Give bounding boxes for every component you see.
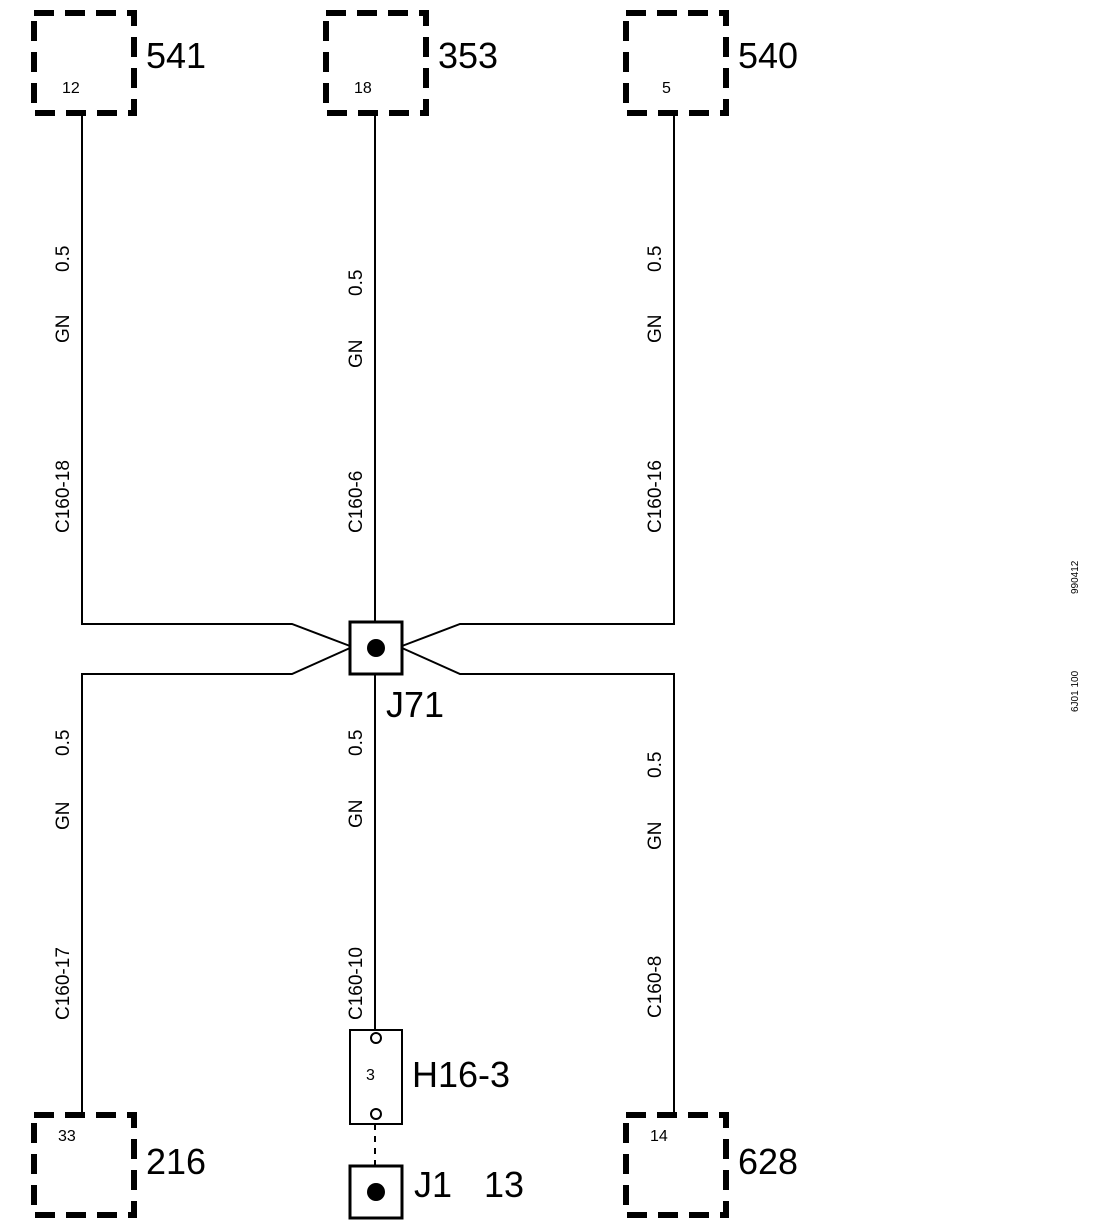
wire-c160-17 (81, 647, 351, 1115)
wire-c160-16-size: 0.5 (645, 246, 666, 272)
connector-540-pin: 5 (662, 80, 671, 97)
connector-540: 5 540 (623, 10, 798, 116)
pin-open-icon (370, 1108, 382, 1120)
wire-c160-18-color: GN (53, 315, 74, 344)
connector-h16-3-label: H16-3 (412, 1054, 510, 1095)
wire-c160-6-circuit: C160-6 (346, 471, 367, 533)
connector-h16-3-pin: 3 (366, 1067, 375, 1084)
margin-code-bottom: 6J01 100 (1070, 670, 1081, 712)
splice-j1-pin: 13 (484, 1164, 524, 1205)
wire-c160-18-circuit: C160-18 (53, 460, 74, 533)
connector-540-label: 540 (738, 35, 798, 76)
wire-c160-10-circuit: C160-10 (346, 947, 367, 1020)
wire-c160-10-size: 0.5 (346, 730, 367, 756)
wire-c160-6-color: GN (346, 340, 367, 369)
connector-216-pin: 33 (58, 1128, 76, 1145)
splice-j71-label: J71 (386, 684, 444, 725)
wire-c160-18 (81, 113, 351, 647)
connector-541-label: 541 (146, 35, 206, 76)
wire-c160-16-color: GN (645, 315, 666, 344)
connector-628-pin: 14 (650, 1128, 668, 1145)
margin-code-top: 990412 (1070, 560, 1081, 594)
wire-c160-8 (401, 647, 675, 1115)
wire-c160-17-size: 0.5 (53, 730, 74, 756)
pin-open-icon (370, 1032, 382, 1044)
wire-c160-16 (401, 113, 675, 647)
connector-216-label: 216 (146, 1141, 206, 1182)
wire-c160-17-color: GN (53, 802, 74, 831)
wire-c160-6-size: 0.5 (346, 270, 367, 296)
splice-j71: J71 (348, 620, 444, 725)
wire-c160-18-size: 0.5 (53, 246, 74, 272)
connector-h16-3: 3 H16-3 (349, 1029, 510, 1125)
wire-c160-8-size: 0.5 (645, 752, 666, 778)
connector-353-label: 353 (438, 35, 498, 76)
connector-541: 12 541 (31, 10, 206, 116)
connector-353-pin: 18 (354, 80, 372, 97)
wire-c160-8-circuit: C160-8 (645, 956, 666, 1018)
connector-353: 18 353 (323, 10, 498, 116)
connector-628: 14 628 (623, 1112, 798, 1218)
wire-c160-17-circuit: C160-17 (53, 947, 74, 1020)
connector-541-pin: 12 (62, 80, 80, 97)
splice-dot-icon (367, 639, 385, 657)
splice-dot-icon (367, 1183, 385, 1201)
wire-c160-16-circuit: C160-16 (645, 460, 666, 533)
splice-j1: J1 13 (348, 1164, 524, 1220)
connector-628-label: 628 (738, 1141, 798, 1182)
splice-j1-label: J1 (414, 1164, 452, 1205)
connector-216: 33 216 (31, 1112, 206, 1218)
wire-c160-8-color: GN (645, 822, 666, 851)
wire-c160-10-color: GN (346, 800, 367, 829)
